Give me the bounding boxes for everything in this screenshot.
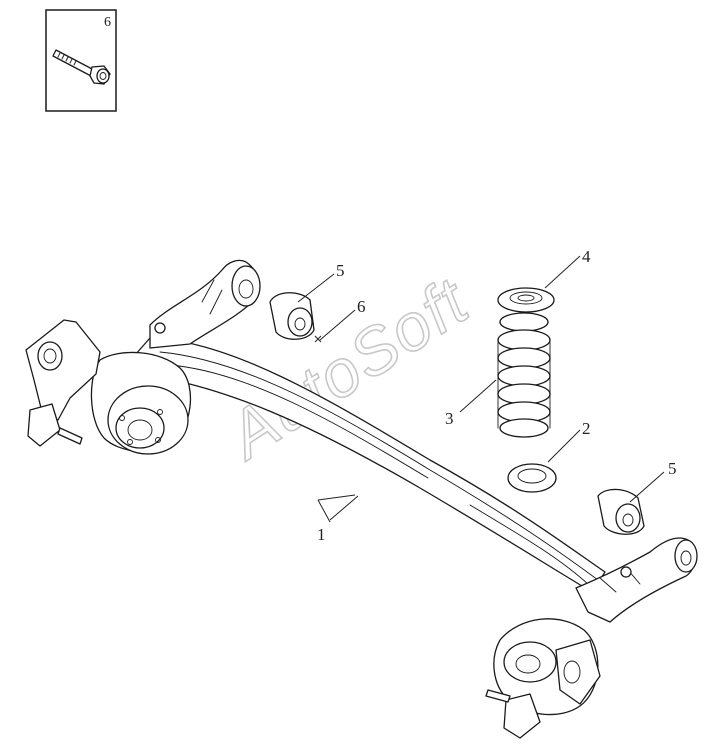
bushing-left xyxy=(269,292,315,340)
callout-5-left: 5 xyxy=(336,261,345,280)
callout-labels: 1 2 3 4 5 5 6 xyxy=(317,247,677,544)
coil-spring xyxy=(497,312,551,438)
callout-1: 1 xyxy=(317,525,326,544)
callout-5-right: 5 xyxy=(668,459,677,478)
bolt-icon xyxy=(52,49,111,85)
callout-4: 4 xyxy=(582,247,591,266)
callout-3: 3 xyxy=(445,409,454,428)
inset-bolt-box: 6 xyxy=(45,9,117,112)
callout-2: 2 xyxy=(582,419,591,438)
inset-callout-number: 6 xyxy=(104,15,111,30)
callout-6: 6 xyxy=(357,297,366,316)
lower-spring-seat xyxy=(507,463,557,493)
bushing-right xyxy=(597,488,645,535)
leader-lines xyxy=(297,255,665,523)
twist-beam-assembly xyxy=(25,259,698,739)
upper-spring-seat xyxy=(497,287,555,313)
